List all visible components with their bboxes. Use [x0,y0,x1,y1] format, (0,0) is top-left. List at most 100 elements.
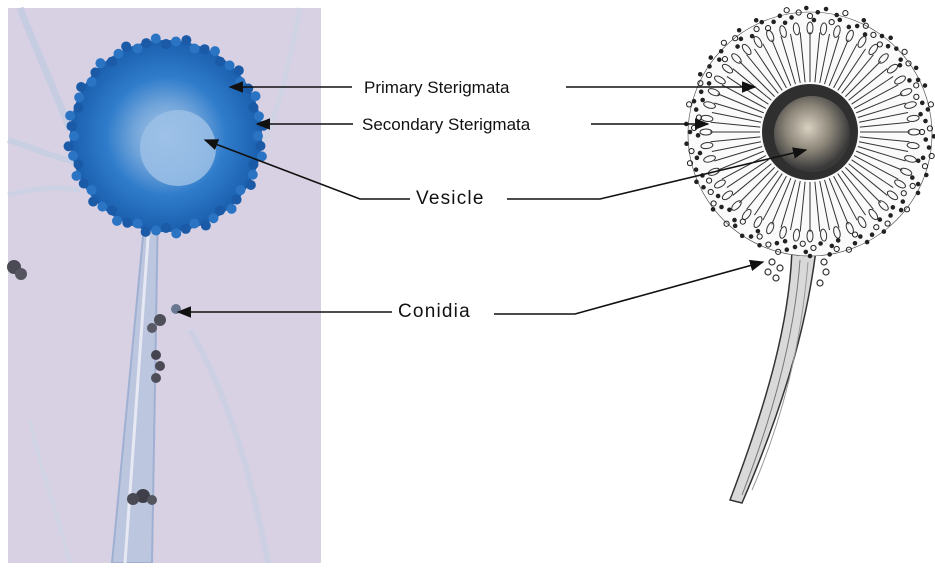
drawn-conidium [685,142,689,146]
rim-conidium [65,111,75,121]
rim-conidium [74,92,84,102]
drawn-conidium [928,102,933,107]
rim-conidium [90,67,100,77]
drawn-conidium [916,159,920,163]
drawn-conidium [687,102,692,107]
drawn-conidium [694,168,698,172]
vesicle-stained [140,110,216,186]
rim-conidium [95,58,105,68]
drawn-conidium [772,20,776,24]
drawn-conidium [916,191,920,195]
drawn-conidium [859,235,863,239]
drawn-conidium [790,16,794,20]
drawn-conidium [733,218,737,222]
rim-conidium [181,35,191,45]
drawn-conidium [784,8,789,13]
rim-conidium [232,195,242,205]
drawn-conidium [709,56,713,60]
drawn-conidium [702,185,706,189]
drawn-conidium [754,18,758,22]
drawn-conidium [925,173,929,177]
drawn-conidium [728,208,732,212]
rim-conidium [79,179,89,189]
rim-conidium [112,216,122,226]
label-secondary-sterigmata: Secondary Sterigmata [362,115,530,135]
rim-conidium [248,170,258,180]
drawn-conidium [736,45,740,49]
drawn-conidium [895,47,899,51]
drawn-conidium [778,14,782,18]
drawn-conidium [805,6,809,10]
drawn-conidium [886,44,890,48]
drawn-conidium [720,205,724,209]
rim-conidium [255,141,265,151]
drawn-conidium [899,208,903,212]
drawn-conidium [921,156,925,160]
drawn-conidium [882,230,886,234]
rim-conidium [141,38,151,48]
drawn-conidium [824,7,828,11]
rim-conidium [161,39,171,49]
drawn-conidium [783,239,787,243]
drawn-conidium [816,10,820,14]
rim-conidium [107,205,117,215]
drawn-conidium [926,108,930,112]
rim-conidium [151,34,161,44]
rim-conidium [74,159,84,169]
label-primary-sterigmata: Primary Sterigmata [364,78,509,98]
drawn-conidium [698,73,702,77]
rim-conidium [133,218,143,228]
drawn-conidium [688,130,692,134]
drawn-conidium [901,200,905,204]
drawn-conidium [828,253,832,257]
drawn-conidium [695,156,699,160]
rim-conidium [171,37,181,47]
rim-conidium [71,171,81,181]
drawn-conidium [863,33,867,37]
rim-conidium [67,121,77,131]
rim-conidium [68,151,78,161]
rim-conidium [235,77,245,87]
drawn-conidium [718,58,722,62]
drawn-conidium [719,49,723,53]
rim-conidium [189,44,199,54]
drawn-conidium [862,18,866,22]
conidia-arrow-right [494,262,763,314]
drawn-conidium [737,28,741,32]
drawn-conidium [692,99,696,103]
drawn-conidium [830,244,834,248]
drawn-conidium [843,11,848,16]
rim-conidium [200,44,210,54]
micrograph [7,8,321,563]
rim-conidium [201,221,211,231]
drawn-conidium [721,40,726,45]
drawn-conidium [698,151,702,155]
drawn-conidium [923,84,927,88]
drawn-conidium [919,112,923,116]
drawn-conidium [696,134,700,138]
drawn-conidium [819,242,823,246]
rim-conidium [141,227,151,237]
label-vesicle: Vesicle [416,189,485,209]
drawn-conidium [902,49,907,54]
drawn-conidium [694,108,698,112]
drawn-conidium [785,248,789,252]
rim-conidium [88,197,98,207]
drawn-conidium [804,250,808,254]
rim-conidium [253,131,263,141]
rim-conidium [87,77,97,87]
drawn-conidium [853,241,857,245]
drawn-conidium [855,24,859,28]
rim-conidium [235,185,245,195]
drawn-conidium [695,180,699,184]
rim-conidium [227,204,237,214]
drawn-conidium [749,235,753,239]
drawn-conidium [793,245,797,249]
rim-conidium [69,131,79,141]
rim-conidium [251,91,261,101]
drawn-conidium [808,254,812,258]
rim-conidium [248,159,258,169]
rim-conidium [210,46,220,56]
drawn-conidium [812,18,816,22]
rim-conidium [209,213,219,223]
